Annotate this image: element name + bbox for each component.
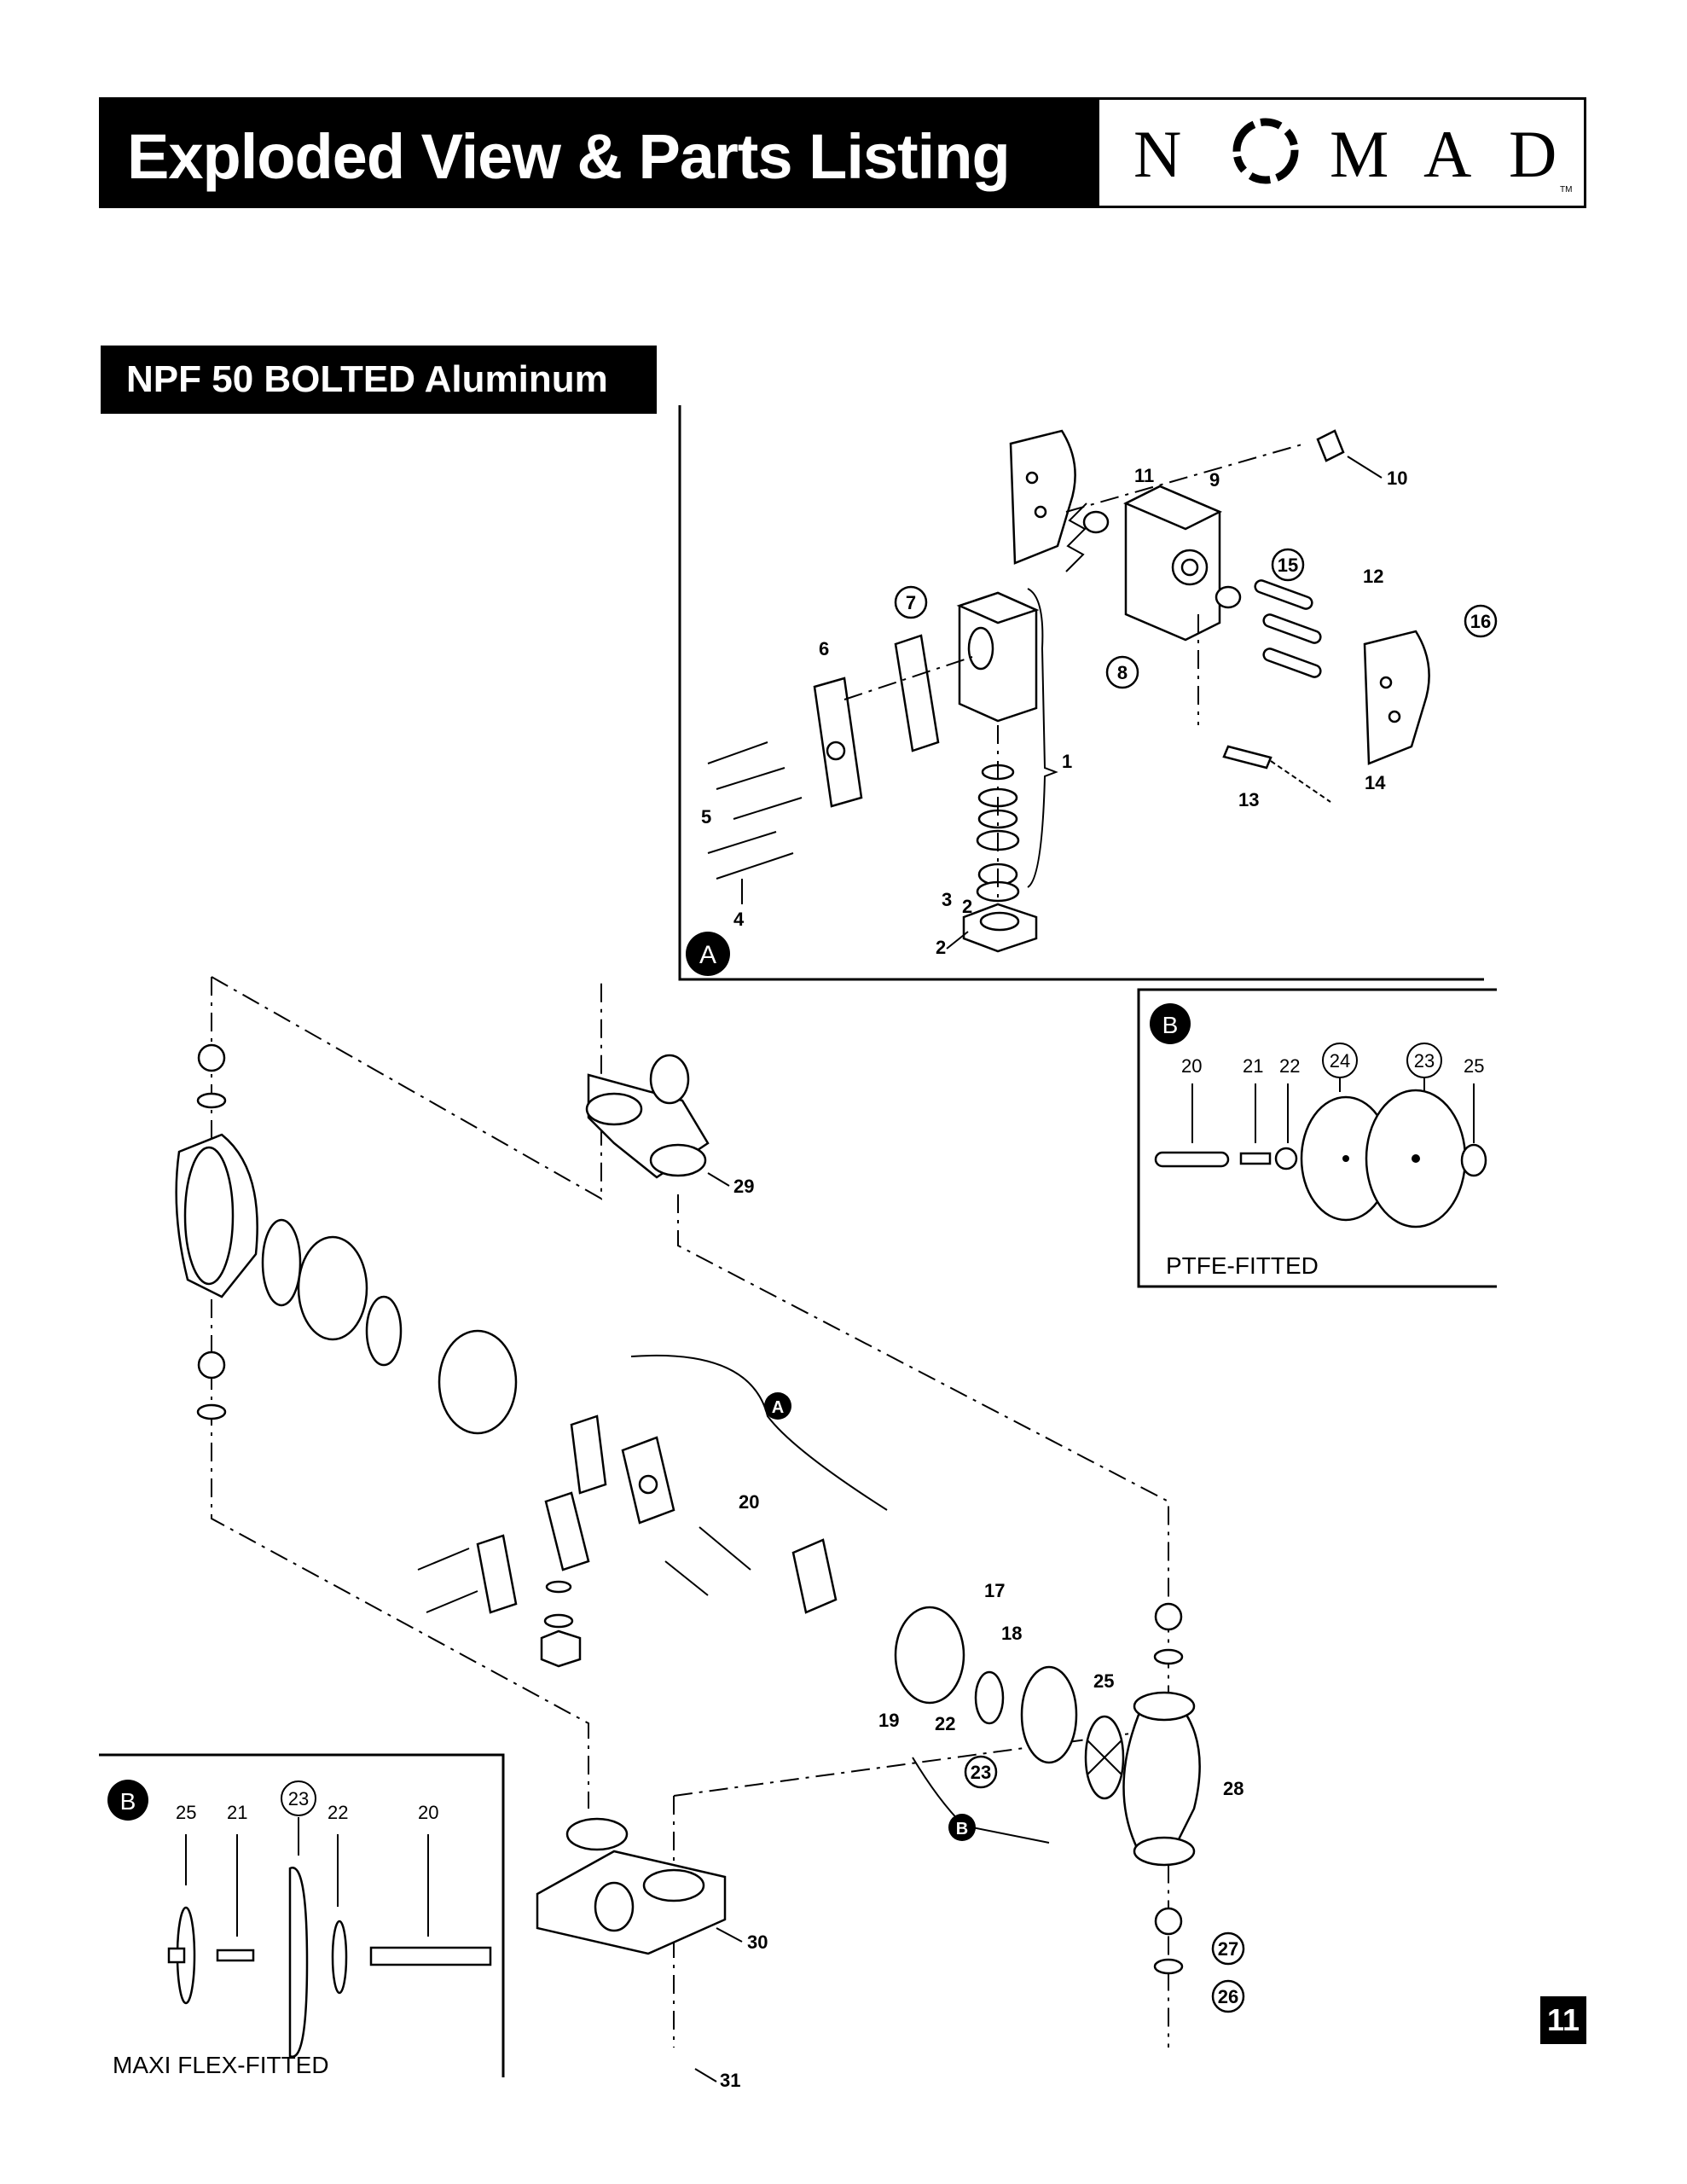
svg-text:B: B (120, 1788, 136, 1815)
svg-text:22: 22 (935, 1713, 955, 1734)
detail-b-maxi: B 25 21 23 22 20 MAXI FLEX-FITTED (99, 1753, 505, 2078)
main-callouts: 17 18 19 20 22 23 25 26 27 28 29 30 31 (694, 1172, 1245, 2091)
svg-text:17: 17 (984, 1580, 1005, 1601)
svg-text:1: 1 (1062, 751, 1072, 772)
svg-text:PTFE-FITTED: PTFE-FITTED (1166, 1252, 1319, 1279)
svg-text:25: 25 (176, 1802, 196, 1823)
svg-text:23: 23 (971, 1762, 991, 1783)
svg-text:13: 13 (1238, 789, 1259, 810)
detail-a-parts (707, 429, 1430, 953)
svg-text:20: 20 (418, 1802, 438, 1823)
header-title-background: Exploded View & Parts Listing (101, 100, 1099, 206)
svg-text:19: 19 (878, 1710, 899, 1731)
page-header: Exploded View & Parts Listing N M A D TM (99, 97, 1586, 208)
svg-text:A: A (772, 1398, 784, 1417)
section-label: NPF 50 BOLTED Aluminum (101, 346, 657, 414)
nomad-logo: N M A D TM (1133, 117, 1572, 195)
page-title: Exploded View & Parts Listing (127, 121, 1011, 192)
svg-text:16: 16 (1470, 611, 1491, 632)
svg-text:27: 27 (1218, 1938, 1238, 1960)
svg-text:31: 31 (720, 2070, 740, 2091)
svg-text:15: 15 (1278, 555, 1298, 576)
svg-text:12: 12 (1363, 566, 1383, 587)
svg-text:MAXI FLEX-FITTED: MAXI FLEX-FITTED (113, 2052, 329, 2078)
svg-text:25: 25 (1093, 1670, 1114, 1692)
svg-text:6: 6 (819, 638, 829, 659)
detail-a-frame: A (678, 405, 1484, 981)
svg-text:4: 4 (733, 909, 745, 930)
svg-text:N: N (1133, 117, 1181, 191)
detail-b-ptfe: B 20 21 22 24 23 25 PTFE-FITTED (1137, 988, 1497, 1288)
svg-text:8: 8 (1117, 662, 1128, 683)
section-title: NPF 50 BOLTED Aluminum (126, 358, 608, 400)
svg-text:10: 10 (1387, 468, 1407, 489)
svg-text:D: D (1509, 117, 1557, 191)
page-number: 11 (1540, 1996, 1586, 2044)
svg-text:22: 22 (328, 1802, 348, 1823)
main-assembly: A B (175, 976, 1201, 2048)
svg-text:B: B (1162, 1012, 1179, 1038)
svg-text:A: A (1423, 117, 1471, 191)
svg-text:20: 20 (739, 1491, 759, 1513)
svg-text:29: 29 (733, 1176, 754, 1197)
svg-text:A: A (699, 941, 716, 969)
svg-text:7: 7 (906, 592, 916, 613)
svg-text:B: B (956, 1820, 968, 1838)
detail-a-callouts: 1 2 2 3 4 5 6 7 8 9 10 11 12 13 14 15 16 (701, 456, 1498, 958)
svg-text:11: 11 (1134, 465, 1154, 486)
svg-text:M: M (1330, 117, 1388, 191)
svg-text:28: 28 (1223, 1778, 1244, 1799)
svg-text:26: 26 (1218, 1986, 1238, 2007)
svg-text:25: 25 (1464, 1055, 1484, 1077)
svg-text:20: 20 (1181, 1055, 1202, 1077)
svg-text:24: 24 (1330, 1050, 1350, 1072)
svg-text:22: 22 (1279, 1055, 1300, 1077)
svg-text:30: 30 (747, 1931, 768, 1953)
svg-text:9: 9 (1209, 469, 1220, 491)
svg-text:2: 2 (962, 896, 972, 917)
svg-text:3: 3 (942, 889, 952, 910)
svg-text:23: 23 (1414, 1050, 1435, 1072)
svg-text:18: 18 (1001, 1623, 1022, 1644)
svg-text:TM: TM (1560, 185, 1572, 195)
svg-text:2: 2 (936, 937, 946, 958)
svg-text:14: 14 (1365, 772, 1386, 793)
svg-text:23: 23 (288, 1788, 309, 1809)
svg-text:21: 21 (1243, 1055, 1263, 1077)
svg-text:5: 5 (701, 806, 711, 828)
svg-text:21: 21 (227, 1802, 247, 1823)
